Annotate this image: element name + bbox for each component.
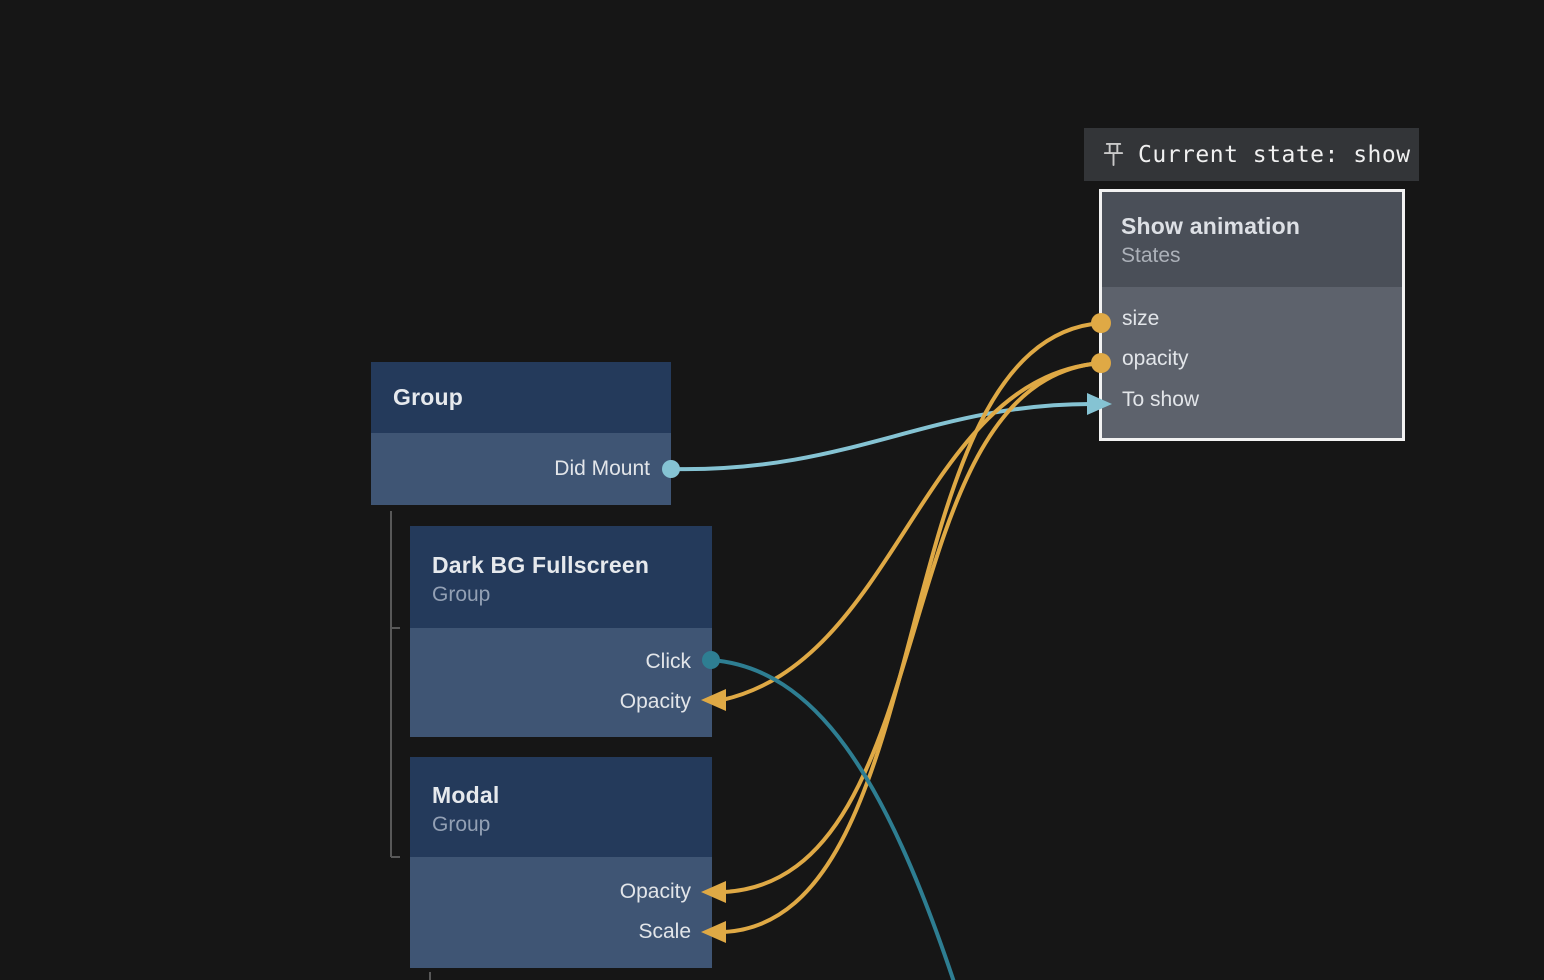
- port-size: size: [1122, 307, 1160, 330]
- node-title: Show animation: [1121, 213, 1301, 239]
- port-scale: Scale: [638, 920, 691, 943]
- node-modal-body: Opacity Scale: [410, 857, 712, 968]
- node-title: Group: [393, 384, 463, 410]
- node-group-body: Did Mount: [371, 433, 671, 505]
- node-title: Modal: [432, 782, 500, 808]
- port-opacity: Opacity: [619, 690, 691, 713]
- node-show-animation-body: size opacity To show: [1102, 287, 1402, 438]
- current-state-banner: Current state: show: [1084, 128, 1419, 181]
- edge-size-to-modal-scale[interactable]: [723, 321, 1102, 934]
- node-modal[interactable]: Modal Group Opacity Scale: [410, 757, 712, 968]
- port-opacity: Opacity: [619, 880, 691, 903]
- node-dark-bg-body: Click Opacity: [410, 628, 712, 737]
- pushpin-icon[interactable]: [1102, 141, 1125, 168]
- edge-opacity-to-modal-opacity[interactable]: [723, 361, 1102, 894]
- edge-click-offscreen[interactable]: [710, 658, 956, 980]
- hierarchy-line-group-children: [390, 511, 400, 858]
- node-show-animation[interactable]: Show animation States size opacity To sh…: [1099, 189, 1405, 441]
- node-dark-bg-header[interactable]: Dark BG Fullscreen Group: [410, 526, 712, 628]
- edge-did-mount-to-show[interactable]: [670, 402, 1092, 472]
- edge-opacity-to-darkbg-opacity[interactable]: [721, 361, 1102, 702]
- port-did-mount: Did Mount: [554, 457, 650, 480]
- node-group-header[interactable]: Group: [371, 362, 671, 433]
- node-title: Dark BG Fullscreen: [432, 552, 650, 578]
- node-modal-header[interactable]: Modal Group: [410, 757, 712, 857]
- node-show-animation-header[interactable]: Show animation States: [1102, 192, 1402, 287]
- node-dark-bg-fullscreen[interactable]: Dark BG Fullscreen Group Click Opacity: [410, 526, 712, 737]
- node-group[interactable]: Group Did Mount: [371, 362, 671, 505]
- node-subtitle: Group: [432, 813, 491, 836]
- node-subtitle: Group: [432, 583, 491, 606]
- current-state-text: Current state: show: [1138, 141, 1411, 168]
- port-opacity: opacity: [1122, 347, 1189, 370]
- port-click: Click: [645, 650, 692, 673]
- node-subtitle: States: [1121, 244, 1181, 267]
- port-to-show: To show: [1122, 388, 1200, 411]
